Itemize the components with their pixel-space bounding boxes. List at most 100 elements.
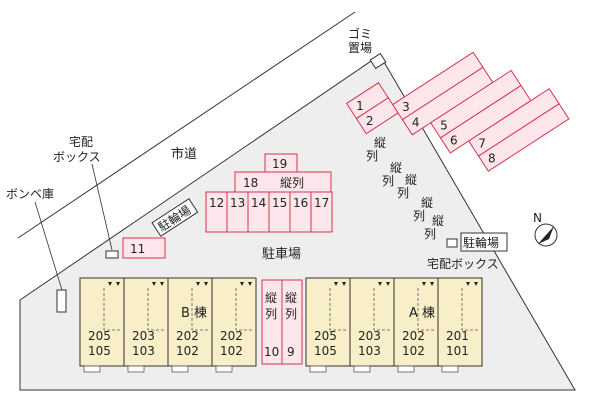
entry-marker-icon	[152, 282, 156, 286]
svg-text:列: 列	[413, 209, 425, 223]
svg-text:縦: 縦	[432, 214, 444, 228]
parking-spot-label-4: 4	[412, 115, 420, 129]
entry-marker-icon	[378, 282, 382, 286]
svg-text:11: 11	[130, 242, 145, 256]
unit-number-upper: 201	[446, 329, 469, 343]
svg-text:18: 18	[243, 176, 258, 190]
unit-balcony	[171, 365, 189, 373]
parking-spot-label-13: 13	[230, 196, 245, 210]
parking-spot-label-8: 8	[488, 152, 496, 166]
parking-spot-label-7: 7	[478, 137, 486, 151]
svg-text:列: 列	[366, 149, 378, 163]
unit-number-lower: 105	[314, 344, 337, 358]
svg-text:N: N	[533, 211, 542, 225]
svg-text:9: 9	[287, 345, 295, 359]
svg-text:列: 列	[424, 227, 436, 241]
unit-number-upper: 205	[88, 329, 111, 343]
entry-marker-icon	[160, 282, 164, 286]
parking-spot-label-17: 17	[314, 196, 329, 210]
apartment-unit	[305, 277, 351, 367]
unit-balcony	[353, 365, 371, 373]
entry-marker-icon	[240, 282, 244, 286]
delivery-left-leader	[91, 163, 113, 251]
building-a-label: A 棟	[409, 306, 435, 321]
garbage-label-1: ゴミ	[348, 26, 372, 41]
svg-text:縦列: 縦列	[280, 176, 304, 190]
svg-text:10: 10	[264, 345, 279, 359]
unit-balcony	[83, 365, 101, 373]
svg-text:列: 列	[265, 307, 277, 321]
parking-spot-label-2: 2	[366, 114, 374, 128]
unit-stair-outline	[235, 288, 252, 331]
unit-stair-outline	[191, 288, 208, 331]
delivery-box-left	[105, 250, 119, 259]
gas-storage-leader	[34, 201, 63, 291]
unit-number-upper: 202	[176, 329, 199, 343]
unit-balcony	[215, 365, 233, 373]
svg-text:19: 19	[272, 157, 287, 171]
parking-tandem-9: 縦列 9	[281, 279, 303, 365]
unit-stair-outline	[373, 288, 390, 331]
unit-balcony	[309, 365, 327, 373]
north-arrow: N	[533, 211, 558, 247]
unit-number-lower: 102	[402, 344, 425, 358]
unit-number-lower: 101	[446, 344, 469, 358]
building-b-label: B 棟	[181, 306, 207, 321]
unit-number-upper: 202	[220, 329, 243, 343]
bike-parking-right-label: 駐輪場	[463, 235, 499, 250]
parking-spot-label-5: 5	[440, 118, 448, 132]
entry-marker-icon	[386, 282, 390, 286]
parking-block-center: 19 18 縦列	[234, 153, 332, 193]
entry-marker-icon	[474, 282, 478, 286]
svg-text:列: 列	[397, 186, 409, 200]
entry-marker-icon	[430, 282, 434, 286]
entry-marker-icon	[108, 282, 112, 286]
unit-stair-outline	[329, 288, 346, 331]
unit-stair-outline	[103, 288, 120, 331]
unit-stair-outline	[417, 288, 434, 331]
apartment-unit	[211, 277, 257, 367]
svg-text:縦: 縦	[390, 161, 402, 175]
svg-text:列: 列	[382, 174, 394, 188]
delivery-left-label-2: ボックス	[53, 150, 101, 164]
entry-marker-icon	[116, 282, 120, 286]
svg-text:縦: 縦	[421, 196, 433, 210]
svg-text:列: 列	[285, 307, 297, 321]
delivery-left-label-1: 宅配	[69, 134, 93, 149]
unit-stair-outline	[147, 288, 164, 331]
apartment-unit	[167, 277, 213, 367]
gas-storage-label: ボンベ庫	[6, 187, 54, 201]
apartment-unit	[393, 277, 439, 367]
svg-text:縦: 縦	[285, 291, 297, 305]
entry-marker-icon	[204, 282, 208, 286]
entry-marker-icon	[342, 282, 346, 286]
unit-number-lower: 103	[358, 344, 381, 358]
bike-parking-right	[460, 232, 508, 252]
unit-number-lower: 102	[220, 344, 243, 358]
entry-marker-icon	[334, 282, 338, 286]
diagonal-tandem-labels: 縦列 縦列 縦列 縦列 縦列	[366, 136, 444, 241]
unit-balcony	[441, 365, 459, 373]
parking-spot-label-16: 16	[293, 196, 308, 210]
svg-text:縦: 縦	[405, 173, 417, 187]
parking-spot-label-14: 14	[251, 196, 266, 210]
parking-spot-8	[477, 103, 570, 172]
parking-spot-17	[310, 191, 333, 233]
parking-spot-label-6: 6	[450, 134, 458, 148]
unit-balcony	[127, 365, 145, 373]
unit-number-lower: 102	[176, 344, 199, 358]
apartment-unit	[123, 277, 169, 367]
unit-number-lower: 105	[88, 344, 111, 358]
entry-marker-icon	[248, 282, 252, 286]
unit-number-upper: 205	[314, 329, 337, 343]
parking-spot-11: 11	[122, 237, 166, 259]
entry-marker-icon	[422, 282, 426, 286]
unit-balcony	[397, 365, 415, 373]
parking-spot-label-3: 3	[402, 100, 410, 114]
garbage-label-2: 置場	[348, 41, 372, 55]
unit-stair-outline	[461, 288, 478, 331]
